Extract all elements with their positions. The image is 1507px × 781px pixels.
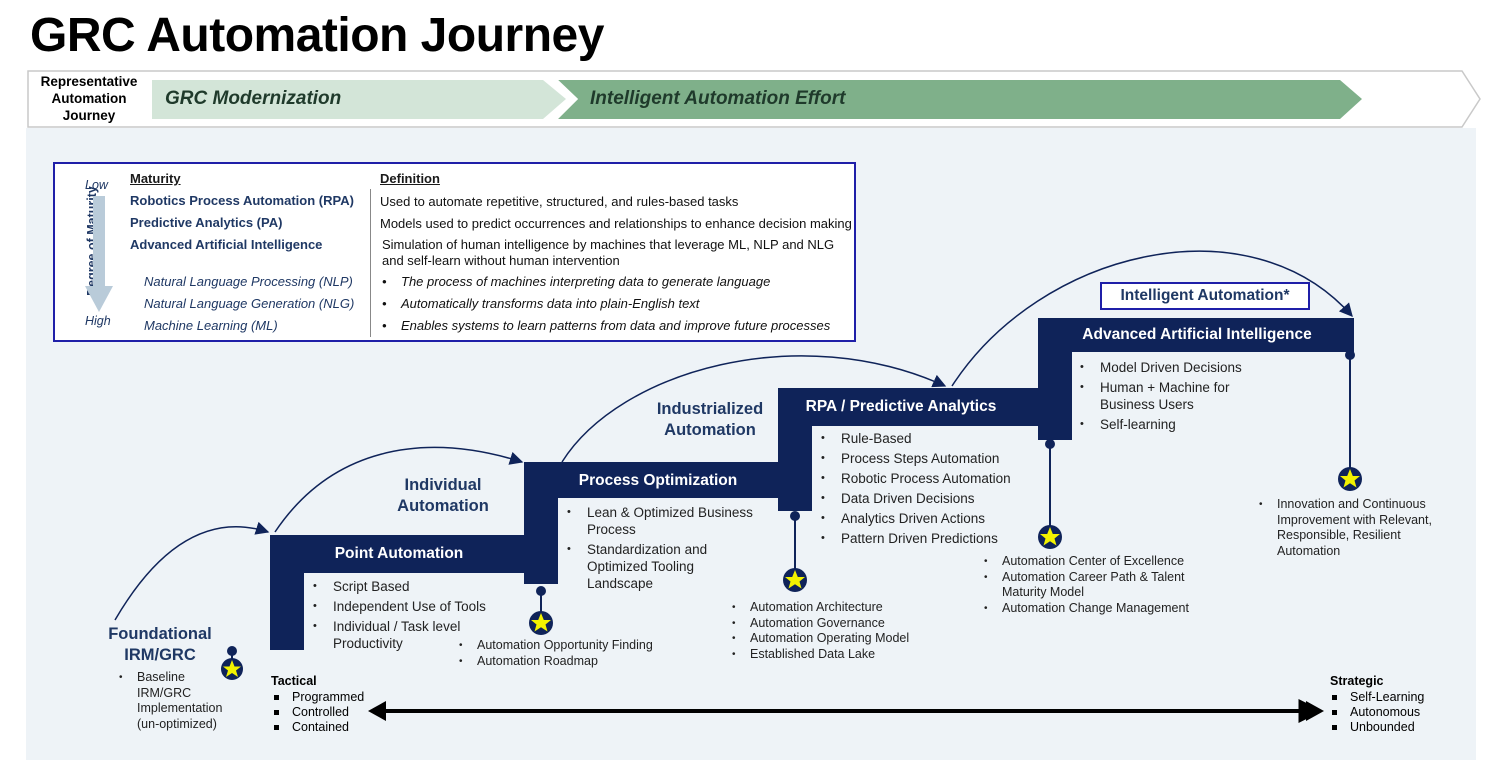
list-item: Unbounded xyxy=(1328,720,1424,735)
list-item: Rule-Based xyxy=(813,430,1038,447)
list-item: Individual / Task level Productivity xyxy=(305,618,515,652)
intelligent-automation-box: Intelligent Automation* xyxy=(1100,282,1310,310)
list-item: Process Steps Automation xyxy=(813,450,1038,467)
tactical-items: Programmed Controlled Contained xyxy=(270,690,364,735)
phase-intelligent-label: Intelligent Automation Effort xyxy=(590,88,846,109)
legend-row-ml: Machine Learning (ML) xyxy=(144,318,278,333)
list-item: Model Driven Decisions xyxy=(1072,359,1272,376)
legend-def-ml: • Enables systems to learn patterns from… xyxy=(382,318,831,333)
legend-def-rpa: Used to automate repetitive, structured,… xyxy=(380,194,739,209)
list-item: Established Data Lake xyxy=(726,647,946,663)
process-milestones: Automation Architecture Automation Gover… xyxy=(726,600,946,662)
legend-row-ai: Advanced Artificial Intelligence xyxy=(130,237,323,252)
point-milestones: Automation Opportunity Finding Automatio… xyxy=(453,638,683,669)
maturity-arrow-icon xyxy=(85,196,113,312)
list-item: Programmed xyxy=(270,690,364,705)
legend-row-pa: Predictive Analytics (PA) xyxy=(130,215,283,230)
rpa-milestones: Automation Center of Excellence Automati… xyxy=(978,554,1208,616)
ai-items: Model Driven Decisions Human + Machine f… xyxy=(1072,359,1272,436)
list-item: Controlled xyxy=(270,705,364,720)
list-item: Script Based xyxy=(305,578,515,595)
list-item: Data Driven Decisions xyxy=(813,490,1038,507)
list-item: Self-Learning xyxy=(1328,690,1424,705)
foundational-title: Foundational IRM/GRC xyxy=(108,625,212,664)
individual-automation-label: Individual Automation xyxy=(397,476,489,515)
legend-row-nlg: Natural Language Generation (NLG) xyxy=(144,296,355,311)
legend-divider xyxy=(370,189,371,337)
list-item: Automation Career Path & Talent Maturity… xyxy=(978,570,1208,601)
list-item: Standardization and Optimized Tooling La… xyxy=(559,541,759,592)
rpa-items: Rule-Based Process Steps Automation Robo… xyxy=(813,430,1038,550)
legend-def-nlg: • Automatically transforms data into pla… xyxy=(382,296,700,311)
list-item: Automation Change Management xyxy=(978,601,1208,617)
low-label: Low xyxy=(85,178,108,192)
strategic-title: Strategic xyxy=(1330,674,1384,688)
point-automation-title: Point Automation xyxy=(334,545,464,562)
list-item: Robotic Process Automation xyxy=(813,470,1038,487)
list-item: Automation Opportunity Finding xyxy=(453,638,683,654)
industrialized-automation-label: Industrialized Automation xyxy=(656,400,764,439)
legend-row-nlp: Natural Language Processing (NLP) xyxy=(144,274,353,289)
legend-def-nlp: • The process of machines interpreting d… xyxy=(382,274,771,289)
list-item: Independent Use of Tools xyxy=(305,598,515,615)
list-item: Analytics Driven Actions xyxy=(813,510,1038,527)
journey-label: Representative Automation Journey xyxy=(40,74,138,123)
page-title: GRC Automation Journey xyxy=(30,9,604,62)
list-item: Automation Center of Excellence xyxy=(978,554,1208,570)
ai-title: Advanced Artificial Intelligence xyxy=(1082,326,1312,343)
list-item: Pattern Driven Predictions xyxy=(813,530,1038,547)
strategic-items: Self-Learning Autonomous Unbounded xyxy=(1328,690,1424,735)
process-optimization-title: Process Optimization xyxy=(578,472,738,489)
legend-def-ai: Simulation of human intelligence by mach… xyxy=(382,237,835,268)
legend-def-pa: Models used to predict occurrences and r… xyxy=(380,216,852,231)
rpa-title: RPA / Predictive Analytics xyxy=(805,398,997,415)
maturity-legend: Degree of Maturity Low High Maturity Def… xyxy=(53,162,856,342)
process-optimization-items: Lean & Optimized Business Process Standa… xyxy=(559,504,759,595)
list-item: Autonomous xyxy=(1328,705,1424,720)
high-label: High xyxy=(85,314,111,328)
list-item: Contained xyxy=(270,720,364,735)
list-item: Self-learning xyxy=(1072,416,1272,433)
point-automation-items: Script Based Independent Use of Tools In… xyxy=(305,578,515,655)
list-item: Human + Machine for Business Users xyxy=(1072,379,1272,413)
list-item: Automation Governance xyxy=(726,616,946,632)
list-item: Automation Roadmap xyxy=(453,654,683,670)
chevron-divider xyxy=(554,78,579,121)
list-item: Baseline IRM/GRC Implementation (un-opti… xyxy=(113,670,223,732)
phase-modernization-label: GRC Modernization xyxy=(165,88,342,109)
maturity-header: Maturity xyxy=(130,171,181,186)
legend-row-rpa: Robotics Process Automation (RPA) xyxy=(130,193,354,208)
list-item: Innovation and Continuous Improvement wi… xyxy=(1253,497,1453,559)
list-item: Automation Operating Model xyxy=(726,631,946,647)
ai-milestones: Innovation and Continuous Improvement wi… xyxy=(1253,497,1453,559)
foundational-items: Baseline IRM/GRC Implementation (un-opti… xyxy=(113,670,223,732)
definition-header: Definition xyxy=(380,171,440,186)
tactical-title: Tactical xyxy=(271,674,317,688)
list-item: Automation Architecture xyxy=(726,600,946,616)
list-item: Lean & Optimized Business Process xyxy=(559,504,759,538)
